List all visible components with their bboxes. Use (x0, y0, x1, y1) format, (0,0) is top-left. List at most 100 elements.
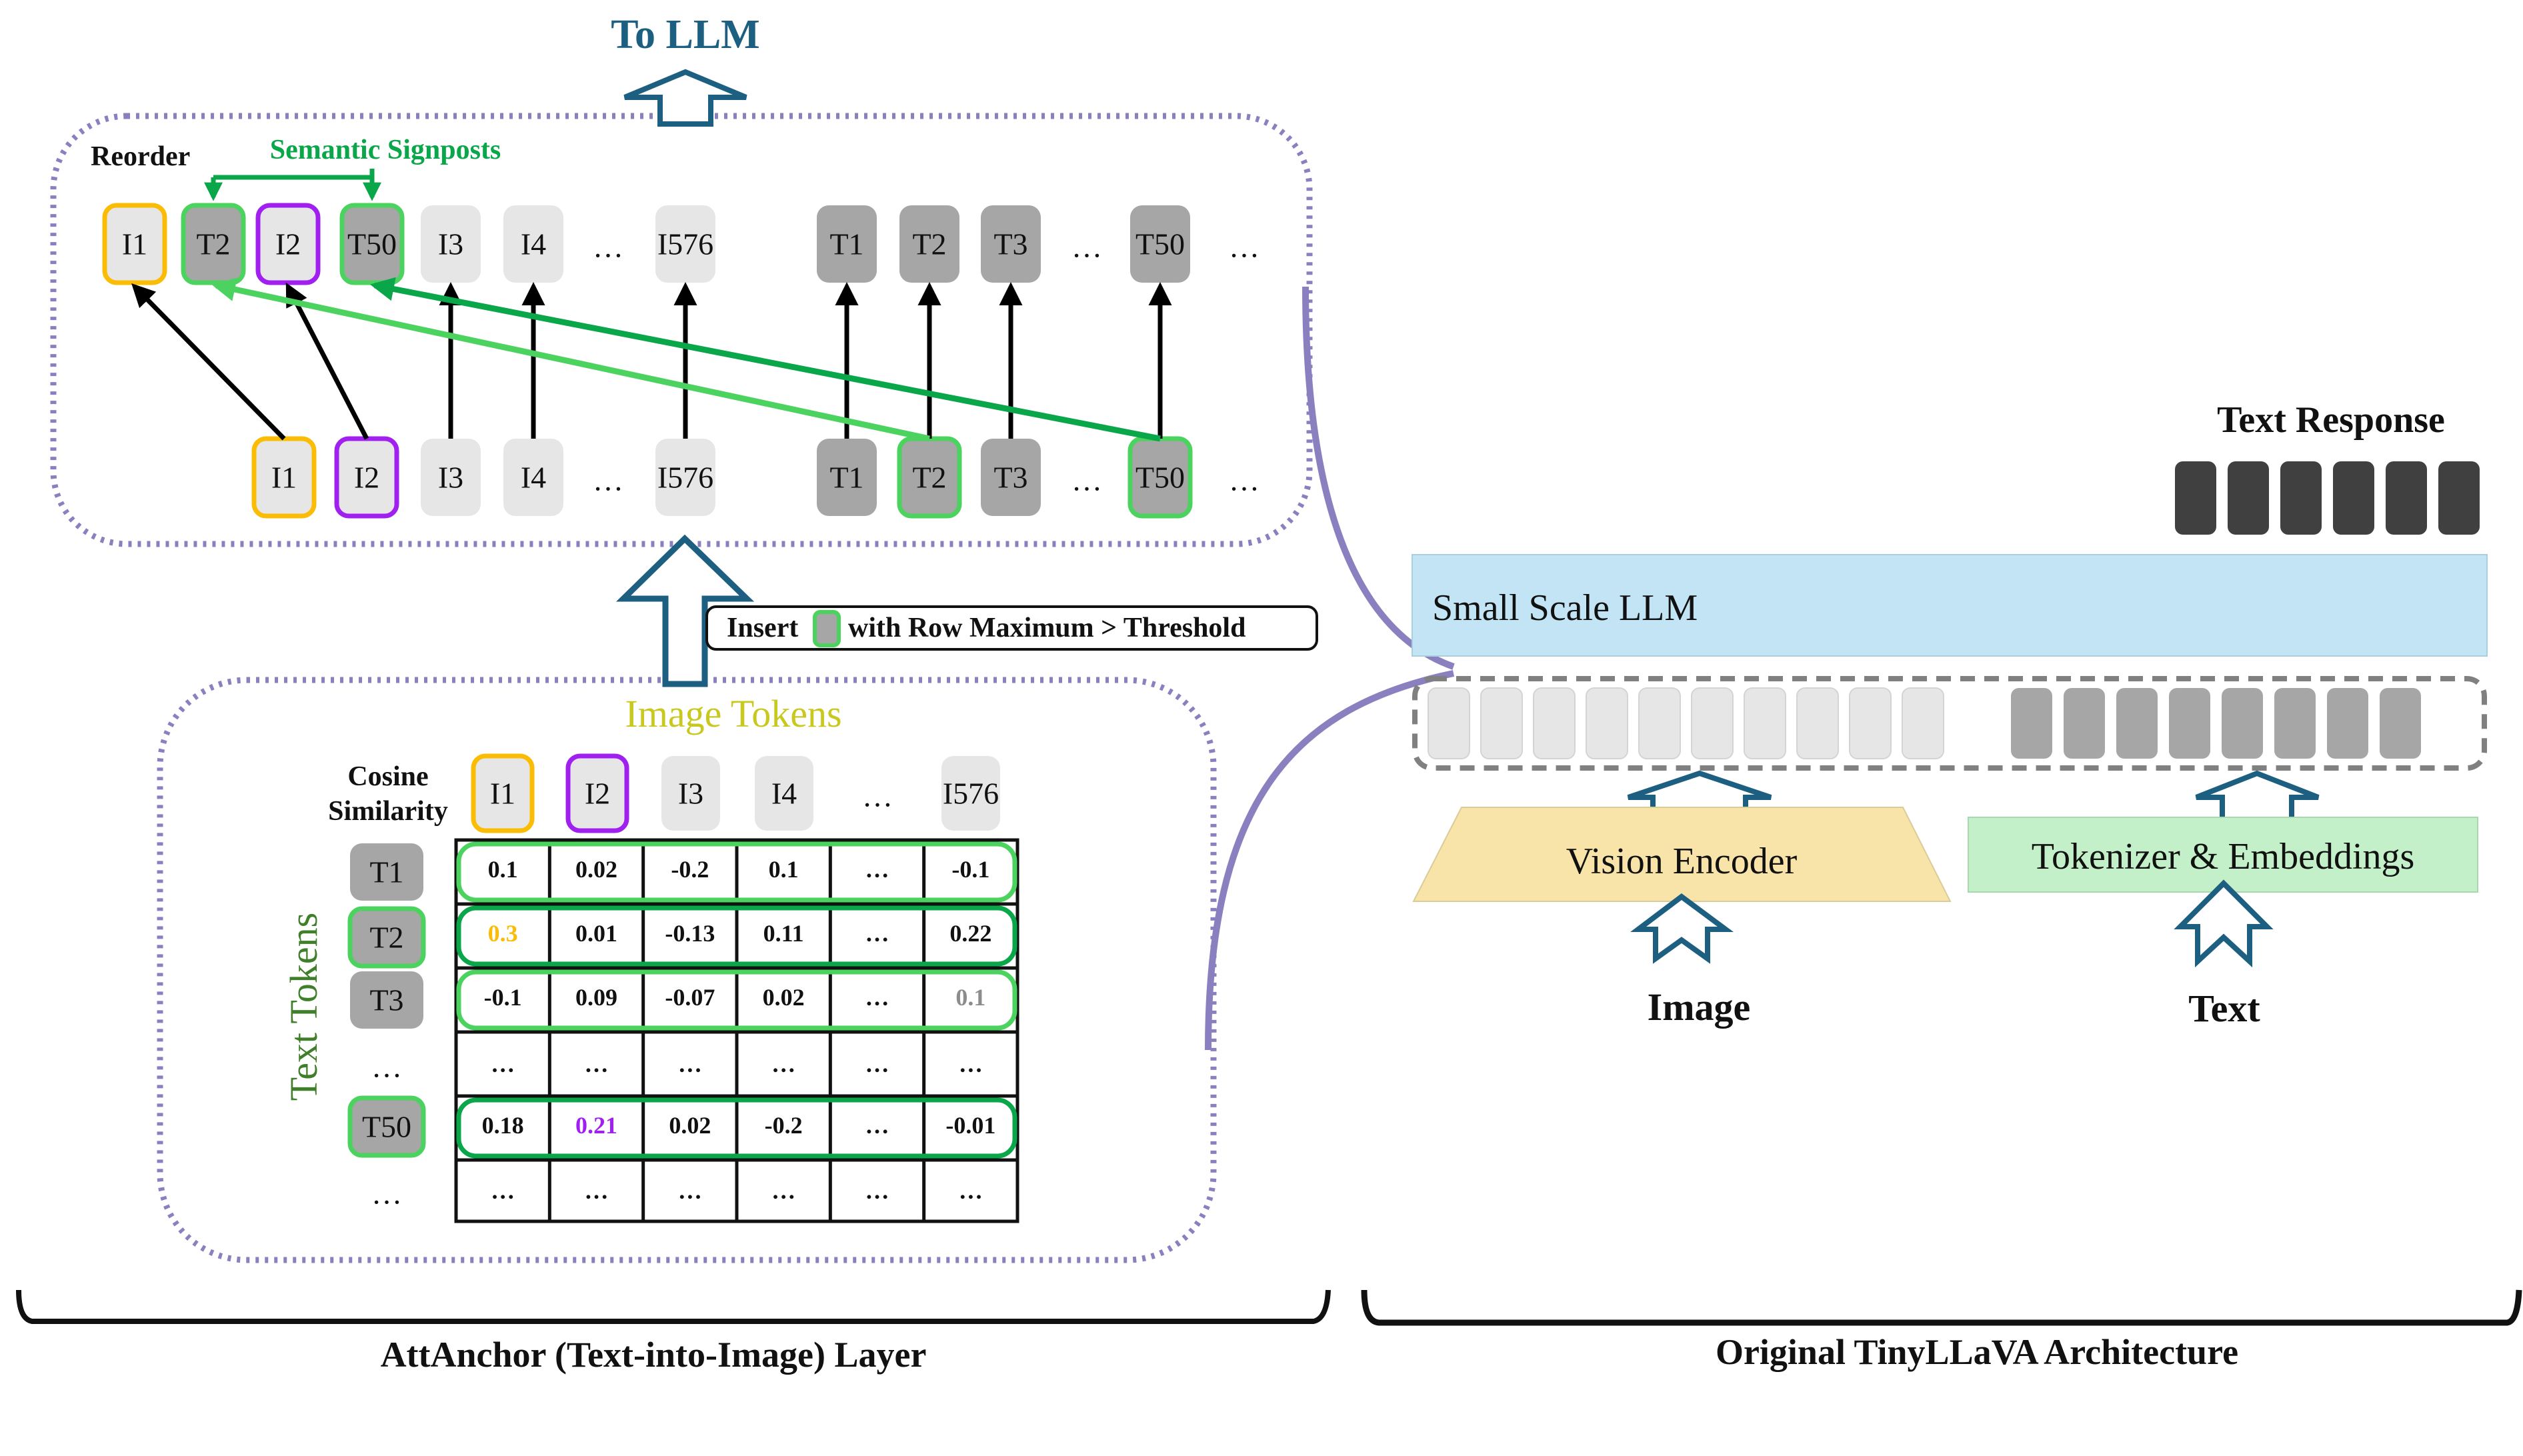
token-box (347, 906, 426, 969)
vision-encoder-block (1412, 807, 1952, 902)
table-cell: … (491, 1177, 515, 1204)
token-box (471, 753, 535, 833)
row-maximum-outline (456, 841, 1017, 903)
row-maximum-outline (456, 1097, 1017, 1159)
table-cell: … (865, 856, 889, 883)
row-header-ellipsis: … (371, 1177, 402, 1211)
table-cell: … (865, 984, 889, 1011)
top-token-i2: I2 (255, 203, 321, 285)
token-label: I576 (943, 777, 999, 811)
bottom-token-i576: I576 (655, 439, 715, 516)
table-cell: -0.2 (671, 856, 709, 883)
token-label: T2 (196, 227, 230, 261)
table-row: ……………… (491, 1051, 983, 1077)
token-label: T50 (1135, 461, 1185, 495)
token-box (981, 439, 1041, 516)
table-cell: 0.18 (482, 1112, 524, 1139)
token-label: I2 (275, 227, 301, 261)
text-embedding-token (2327, 688, 2368, 759)
table-cell: … (865, 1177, 889, 1204)
connection-i1 (131, 283, 286, 441)
ellipsis: … (371, 1177, 402, 1211)
top-token-t50: T50 (1130, 205, 1190, 283)
top-token-i3: I3 (421, 205, 481, 283)
table-cell: 0.09 (575, 984, 617, 1011)
image-input-arrow-icon (1630, 893, 1734, 964)
top-token-t2: T2 (181, 203, 246, 285)
token-box (817, 439, 877, 516)
signpost-connection-t50 (369, 277, 1161, 442)
token-label: T1 (829, 461, 863, 495)
connection-i2 (285, 282, 369, 440)
token-box (981, 205, 1041, 283)
cosine-label-line1: Cosine (347, 761, 428, 792)
top-token-t2: T2 (899, 205, 959, 283)
image-embedding-token (1638, 687, 1681, 759)
response-token (2438, 461, 2480, 535)
table-cell: … (865, 920, 889, 947)
ellipsis: … (593, 463, 623, 497)
similarity-row-headers: T1T2T3…T50… (347, 843, 426, 1211)
table-cell: 0.1 (488, 856, 518, 883)
right-section-brace (1361, 1289, 2522, 1326)
bottom-token-i1: I1 (251, 436, 317, 519)
row-header-t2: T2 (347, 906, 426, 969)
text-embedding-token (2222, 688, 2263, 759)
top-token-ellipsis: … (1071, 230, 1102, 264)
small-llm-label: Small Scale LLM (1432, 587, 1698, 629)
image-embedding-token (1691, 687, 1734, 759)
token-label: I576 (657, 461, 713, 495)
image-embedding-token (1744, 687, 1786, 759)
token-box (503, 205, 563, 283)
table-cell: 0.1 (955, 984, 985, 1011)
table-cell: 0.21 (575, 1112, 617, 1139)
insert-note-suffix: with Row Maximum > Threshold (848, 613, 1245, 643)
table-cell: 0.02 (763, 984, 805, 1011)
top-token-ellipsis: … (593, 230, 623, 264)
token-label: I1 (122, 227, 147, 261)
table-cell: -0.1 (484, 984, 522, 1011)
ellipsis: … (593, 230, 623, 264)
bottom-token-t1: T1 (817, 439, 877, 516)
token-box (565, 753, 629, 833)
image-embedding-token (1480, 687, 1523, 759)
ellipsis: … (1229, 230, 1259, 264)
token-label: I1 (271, 461, 297, 495)
column-header-i1: I1 (471, 753, 535, 833)
response-token (2333, 461, 2374, 535)
response-token (2228, 461, 2269, 535)
connector-curve-top (1302, 286, 1455, 670)
bottom-token-t2: T2 (897, 436, 962, 519)
row-header-t3: T3 (350, 971, 423, 1029)
token-label: I3 (438, 227, 463, 261)
token-label: T1 (829, 227, 863, 261)
token-label: T2 (369, 921, 403, 955)
token-label: T1 (369, 855, 403, 889)
text-embedding-token (2064, 688, 2105, 759)
column-header-i576: I576 (941, 756, 1000, 831)
column-header-ellipsis: … (862, 779, 893, 813)
table-cell: … (491, 1051, 515, 1077)
cosine-label-line2: Similarity (328, 796, 448, 827)
bottom-token-i3: I3 (421, 439, 481, 516)
semantic-signposts-label: Semantic Signposts (270, 135, 501, 165)
ellipsis: … (1071, 463, 1102, 497)
column-header-i4: I4 (755, 756, 813, 831)
table-cell: -0.07 (665, 984, 715, 1011)
to-llm-label: To LLM (611, 12, 759, 57)
image-embedding-token (1849, 687, 1892, 759)
column-header-i3: I3 (661, 756, 720, 831)
text-embedding-token (2116, 688, 2158, 759)
text-embedding-token (2380, 688, 2421, 759)
top-token-ellipsis: … (1229, 230, 1259, 264)
bottom-token-t3: T3 (981, 439, 1041, 516)
column-header-i2: I2 (565, 753, 629, 833)
image-input-label: Image (1648, 985, 1751, 1029)
token-label: T50 (347, 227, 397, 261)
table-cell: -0.13 (665, 920, 715, 947)
token-label: T50 (1135, 227, 1185, 261)
tokenizer-to-sequence-arrow-icon (2195, 770, 2320, 817)
table-cell: -0.01 (945, 1112, 995, 1139)
